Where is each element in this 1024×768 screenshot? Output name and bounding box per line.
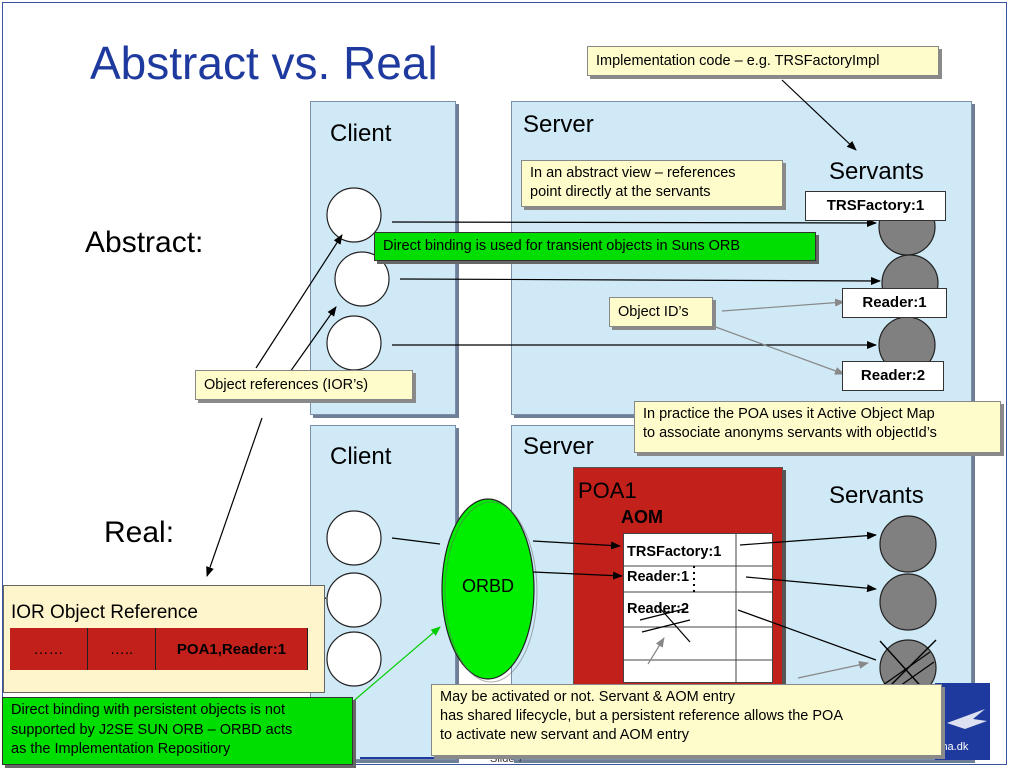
ior-cell-3: POA1,Reader:1: [156, 628, 308, 670]
aom-entry-1: TRSFactory:1: [627, 544, 722, 560]
real-servant-1: [879, 515, 937, 573]
logo-text: iha.dk: [939, 741, 969, 753]
real-client-object-3: [326, 631, 382, 687]
ior-cell-1: ……: [10, 628, 88, 670]
abstract-servants-label: Servants: [829, 158, 924, 185]
logo-bird-icon: [947, 709, 987, 729]
abstract-server-label: Server: [523, 111, 594, 138]
servant-label-reader2: Reader:2: [842, 361, 944, 391]
ior-cell-2: …..: [88, 628, 156, 670]
aom-grid: [623, 533, 773, 683]
note-object-references: Object references (IOR’s): [195, 370, 413, 400]
note-direct-binding-transient: Direct binding is used for transient obj…: [374, 232, 816, 261]
servant-label-trsfactory: TRSFactory:1: [805, 191, 946, 221]
iha-logo: iha.dk: [935, 683, 990, 760]
servant-label-reader1: Reader:1: [842, 288, 947, 318]
aom-label: AOM: [621, 507, 663, 527]
aom-entry-3: Reader:2: [627, 601, 690, 617]
abstract-client-label: Client: [330, 120, 392, 147]
footer-slide-number: Slide 7: [490, 753, 524, 765]
real-servant-2: [879, 573, 937, 631]
abstract-client-object-2: [334, 251, 390, 307]
row-label-real: Real:: [104, 516, 175, 549]
poa1-label: POA1: [578, 478, 637, 503]
slide-frame: [2, 2, 1007, 765]
orbd-ellipse: [441, 498, 535, 680]
real-server-label: Server: [523, 433, 594, 460]
orbd-label: ORBD: [461, 576, 514, 596]
aom-entry-2: Reader:1: [627, 569, 690, 585]
row-label-abstract: Abstract:: [85, 226, 204, 259]
note-activation: May be activated or not. Servant & AOM e…: [431, 684, 942, 756]
note-persistent-binding: Direct binding with persistent objects i…: [2, 697, 353, 765]
slide-title: Abstract vs. Real: [90, 37, 438, 89]
aom-table: [623, 533, 773, 683]
abstract-client-object-1: [326, 187, 382, 243]
note-practice-aom: In practice the POA uses it Active Objec…: [634, 401, 1001, 453]
note-abstract-view: In an abstract view – references point d…: [521, 160, 783, 207]
real-client-label: Client: [330, 443, 392, 470]
note-implementation-code: Implementation code – e.g. TRSFactoryImp…: [587, 46, 939, 76]
real-client-object-1: [326, 510, 382, 566]
abstract-client-object-3: [326, 315, 382, 371]
footer-rule: [360, 757, 980, 759]
ior-title: IOR Object Reference: [11, 602, 198, 623]
real-client-object-2: [326, 572, 382, 628]
real-servants-label: Servants: [829, 482, 924, 509]
note-object-ids: Object ID’s: [609, 297, 713, 327]
